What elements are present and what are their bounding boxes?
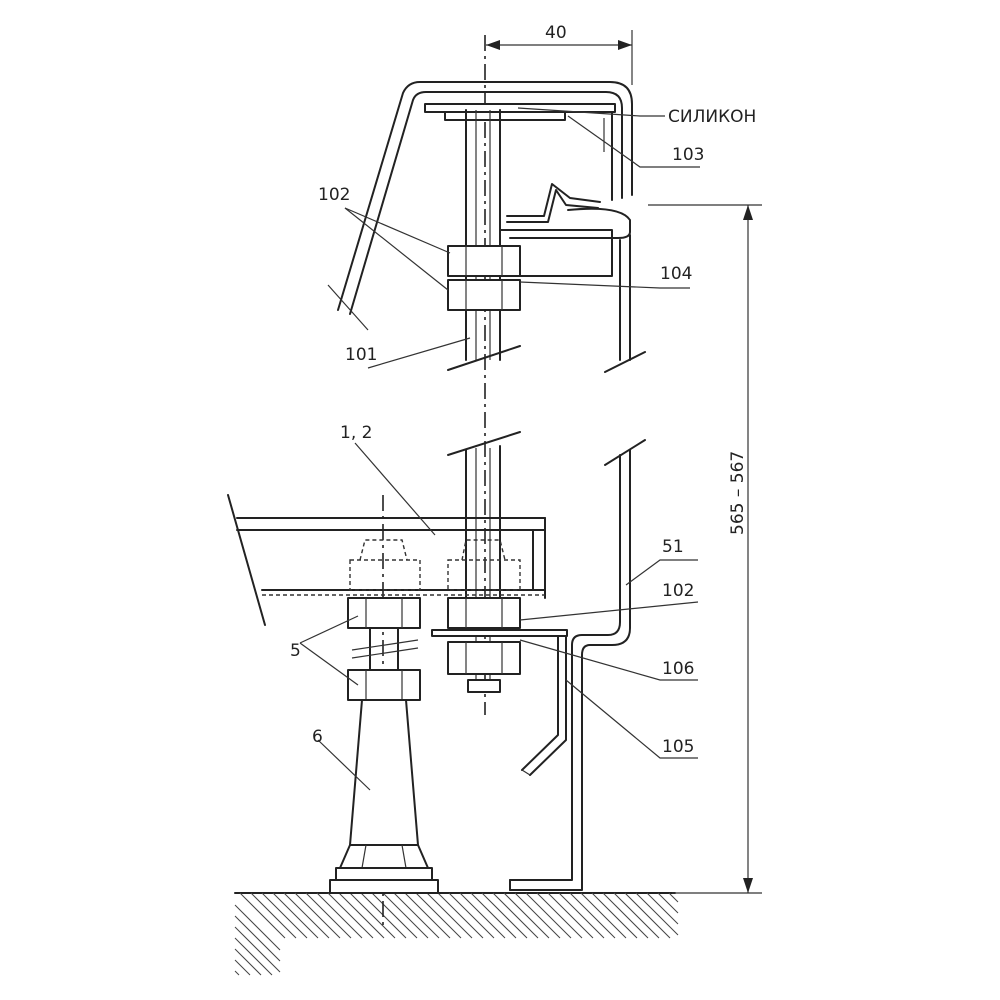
label-102-top: 102 xyxy=(318,185,350,205)
hatch-line xyxy=(234,904,281,951)
hatch-line xyxy=(613,892,660,939)
hatch-line xyxy=(492,892,539,939)
label-6: 6 xyxy=(312,727,323,747)
floor xyxy=(234,892,679,976)
hatch-line xyxy=(481,892,528,939)
hatch-line xyxy=(371,892,418,939)
bracket-nuts xyxy=(431,597,568,675)
dimension-40-label: 40 xyxy=(545,23,567,43)
hatch-line xyxy=(635,892,679,936)
dimension-height-label: 565 – 567 xyxy=(728,451,748,535)
hatch-line xyxy=(459,892,506,939)
hatch-line xyxy=(503,892,550,939)
hatch-line xyxy=(437,892,484,939)
hatch-line xyxy=(415,892,462,939)
hatch-line xyxy=(316,892,363,939)
hatch-line xyxy=(294,892,341,939)
hatch-line xyxy=(283,892,330,939)
hatch-line xyxy=(580,892,627,939)
hatch-line xyxy=(239,892,286,939)
hatch-line xyxy=(338,892,385,939)
hatch-line xyxy=(547,892,594,939)
hatch-line xyxy=(261,892,308,939)
hatch-line xyxy=(558,892,605,939)
hatch-line xyxy=(327,892,374,939)
hatch-line xyxy=(624,892,671,939)
hatch-line xyxy=(250,892,297,939)
hatch-line xyxy=(536,892,583,939)
hatch-line xyxy=(525,892,572,939)
leader-lines xyxy=(299,107,700,791)
hatch-line xyxy=(602,892,649,939)
hatch-line xyxy=(382,892,429,939)
label-103: 103 xyxy=(672,145,704,165)
hatch-line xyxy=(569,892,616,939)
label-silicon: СИЛИКОН xyxy=(668,107,756,127)
hatch-line xyxy=(305,892,352,939)
hatch-line xyxy=(668,892,679,903)
hatch-line xyxy=(393,892,440,939)
hatch-line xyxy=(234,915,281,962)
side-panel-51 xyxy=(509,439,646,891)
label-104: 104 xyxy=(660,264,692,284)
dimension-40: 40 xyxy=(486,23,633,85)
hatch-line xyxy=(234,926,281,973)
hatch-line xyxy=(234,970,240,976)
label-105: 105 xyxy=(662,737,694,757)
clip-profile-104 xyxy=(499,183,646,373)
hatch-line xyxy=(448,892,495,939)
part-labels: СИЛИКОН 103 102 104 101 1, 2 51 102 106 … xyxy=(290,107,756,757)
hatch-line xyxy=(234,948,262,976)
floor-hatching xyxy=(234,892,679,976)
hatch-line xyxy=(272,892,319,939)
hatch-line xyxy=(234,959,251,976)
threaded-rod-101-upper xyxy=(447,109,521,371)
label-1-2: 1, 2 xyxy=(340,423,372,443)
label-101: 101 xyxy=(345,345,377,365)
label-106: 106 xyxy=(662,659,694,679)
hatch-line xyxy=(234,937,273,976)
frame-beam xyxy=(227,494,546,626)
label-102-bottom: 102 xyxy=(662,581,694,601)
hatch-line xyxy=(657,892,679,914)
label-5: 5 xyxy=(290,641,301,661)
leveling-foot xyxy=(329,597,439,894)
hatch-line xyxy=(514,892,561,939)
label-51: 51 xyxy=(662,537,684,557)
hatch-line xyxy=(646,892,679,925)
hidden-nuts xyxy=(349,539,521,591)
hatch-line xyxy=(349,892,396,939)
dimension-height: 565 – 567 xyxy=(648,204,762,894)
hatch-line xyxy=(470,892,517,939)
hatch-line xyxy=(426,892,473,939)
hatch-line xyxy=(591,892,638,939)
hatch-line xyxy=(404,892,451,939)
